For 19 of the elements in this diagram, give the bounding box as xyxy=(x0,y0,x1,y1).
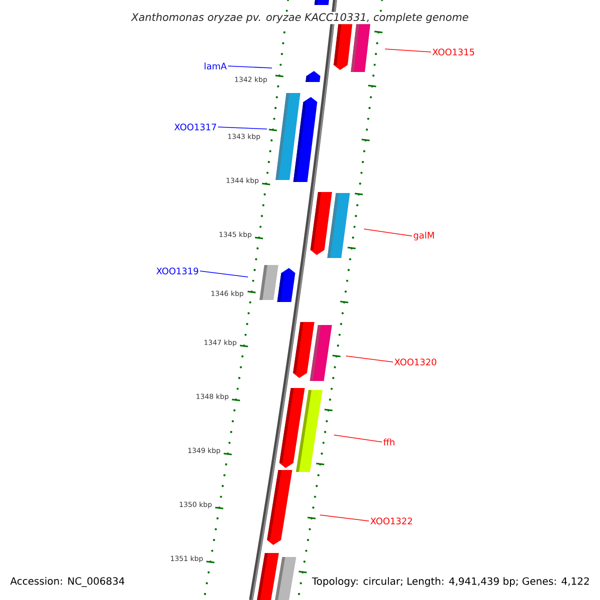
gene-label: galM xyxy=(414,232,434,240)
leader-line xyxy=(228,66,272,68)
leader-line xyxy=(334,434,382,442)
leader-line xyxy=(346,356,394,362)
leader-line xyxy=(320,514,370,522)
gene-label: XOO1317 xyxy=(174,124,216,130)
gene-label: XOO1320 xyxy=(394,358,436,366)
title: Xanthomonas oryzae pv. oryzae KACC10331, complete genome xyxy=(130,12,470,24)
gene-label: lamA xyxy=(204,62,227,70)
leader-line xyxy=(384,48,432,52)
genome-info-text: Topology: circular; Length: 4,941,439 bp; Genes: 4,122 xyxy=(312,577,589,587)
gene-label: ffh xyxy=(383,438,394,446)
accession-text: Accession: NC_006834 xyxy=(10,577,124,587)
gene-label: XOO1322 xyxy=(370,518,412,524)
gene-label: XOO1319 xyxy=(156,268,198,274)
gene-label: XOO1315 xyxy=(432,48,474,56)
leader-line xyxy=(218,126,268,130)
leader-line xyxy=(200,270,248,278)
leader-line xyxy=(364,228,412,236)
